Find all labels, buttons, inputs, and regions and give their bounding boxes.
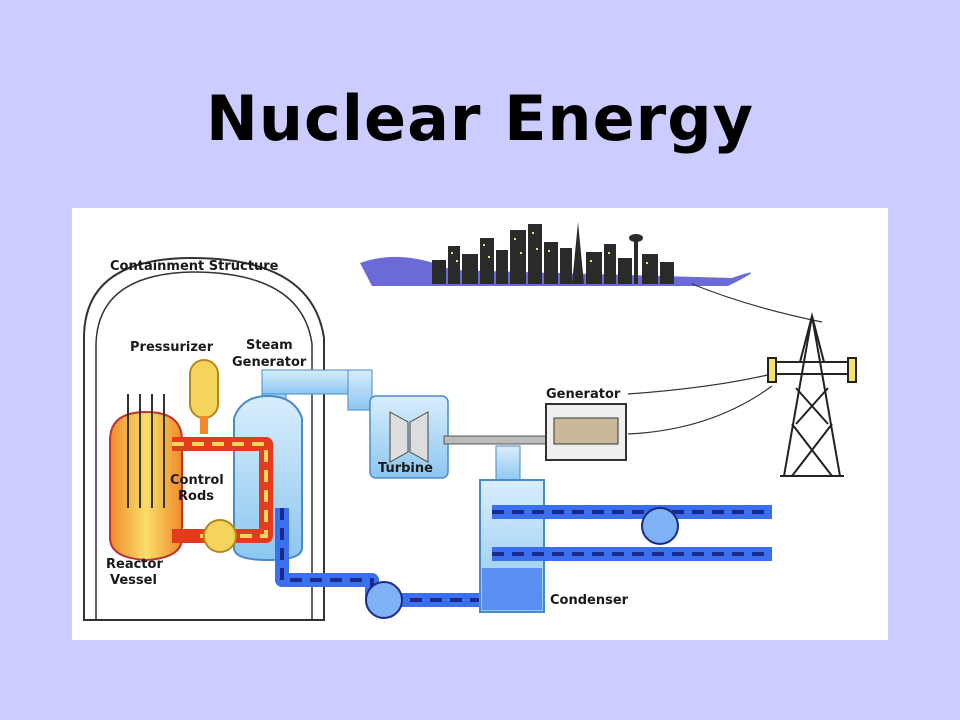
label-containment: Containment Structure (110, 259, 279, 274)
cooling-pump (641, 507, 679, 545)
reactor-coolant-pump (203, 519, 237, 553)
feedwater-pump (365, 581, 403, 619)
pressurizer (189, 359, 219, 434)
label-steam-generator-line2: Generator (232, 355, 307, 370)
label-reactor-vessel-line1: Reactor (106, 557, 163, 572)
label-control-rods-line2: Rods (178, 489, 214, 504)
label-turbine: Turbine (378, 461, 433, 476)
containment-structure (83, 256, 325, 621)
label-steam-generator-line1: Steam (246, 338, 293, 353)
label-reactor-vessel-line2: Vessel (110, 573, 157, 588)
label-condenser: Condenser (550, 593, 629, 608)
plant-schematic: Containment Structure Pressurizer Steam … (83, 222, 857, 621)
label-pressurizer: Pressurizer (130, 340, 214, 355)
nuclear-plant-diagram: Containment Structure Pressurizer Steam … (72, 208, 888, 640)
city-skyline (360, 222, 752, 286)
transmission-lines (627, 283, 823, 435)
label-generator: Generator (546, 387, 621, 402)
generator (545, 403, 627, 461)
condenser (479, 479, 545, 613)
turbine (369, 395, 619, 479)
slide-title: Nuclear Energy (206, 82, 754, 155)
power-tower (767, 312, 857, 477)
label-control-rods-line1: Control (170, 473, 224, 488)
